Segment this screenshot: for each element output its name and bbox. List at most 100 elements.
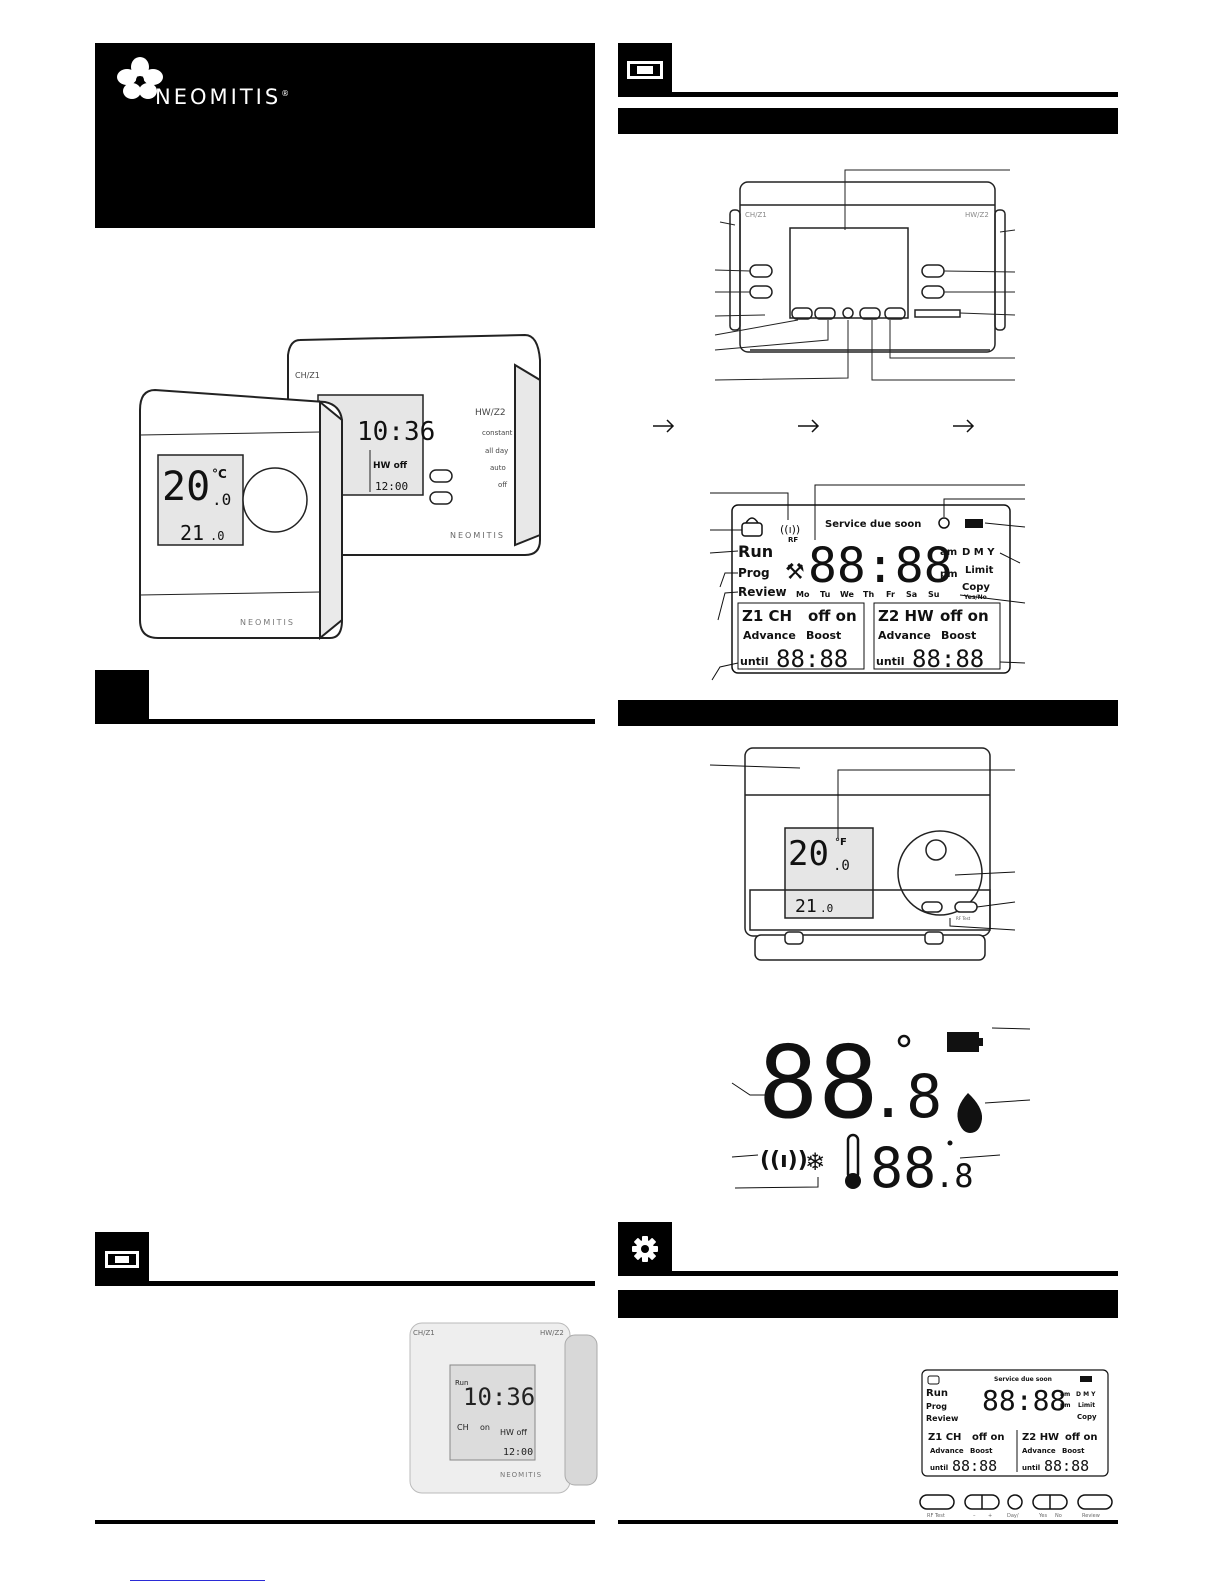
day-su: Su bbox=[928, 590, 940, 599]
thermo-rf-test-label: RF Test bbox=[956, 916, 971, 921]
photo-time: 10:36 bbox=[463, 1383, 535, 1411]
mode-all-day: all day bbox=[485, 447, 508, 455]
clock-icon bbox=[938, 517, 950, 529]
lcd-z2-until: until bbox=[876, 655, 904, 668]
photo-run: Run bbox=[455, 1379, 468, 1387]
day-we: We bbox=[840, 590, 855, 599]
settings-dmy: D M Y bbox=[1076, 1391, 1096, 1398]
lcd-main-digits: 88:88 bbox=[808, 538, 953, 594]
subsection-bar-2 bbox=[618, 700, 1118, 726]
lcd-pm-label: pm bbox=[940, 569, 958, 580]
thermostat-set-temp-decimal: .0 bbox=[210, 529, 224, 543]
rf-signal-icon: ((ı)) bbox=[760, 1148, 808, 1173]
lcd-review-label: Review bbox=[738, 585, 787, 599]
thermostat-set-temp: 21 bbox=[180, 521, 204, 545]
settings-z1-boost: Boost bbox=[970, 1447, 993, 1455]
programmer-photo: 10:36 Run CH on HW off 12:00 CH/Z1 HW/Z2… bbox=[409, 1322, 598, 1494]
battery-icon bbox=[965, 519, 983, 528]
hibiscus-logo-icon bbox=[117, 57, 163, 99]
big-temp-decimal: .8 bbox=[870, 1062, 942, 1132]
programmer-front-diagram: CH/Z1 HW/Z2 bbox=[714, 169, 1016, 381]
settings-limit: Limit bbox=[1078, 1402, 1095, 1409]
settings-copy: Copy bbox=[1077, 1413, 1097, 1421]
section-header-left-2 bbox=[95, 1232, 595, 1286]
mode-constant: constant bbox=[482, 429, 513, 437]
settings-am: am bbox=[1060, 1391, 1070, 1398]
settings-z1-digits: 88:88 bbox=[952, 1457, 997, 1475]
rf-test-button[interactable] bbox=[919, 1494, 955, 1510]
day-fr: Fr bbox=[886, 590, 895, 599]
section-header-left-1 bbox=[95, 670, 595, 724]
programmer-hw-off: HW off bbox=[373, 461, 408, 471]
lcd-z1-offon: off on bbox=[808, 607, 857, 625]
lcd-z1-digits: 88:88 bbox=[776, 645, 848, 673]
mode-auto: auto bbox=[490, 464, 506, 472]
plus-label: + bbox=[988, 1513, 992, 1519]
footer-link-underline[interactable] bbox=[130, 1580, 265, 1581]
photo-ch-label: CH/Z1 bbox=[413, 1329, 435, 1337]
settings-z1: Z1 CH bbox=[928, 1432, 961, 1443]
review-button[interactable] bbox=[1077, 1494, 1113, 1510]
right-footer-rule bbox=[618, 1520, 1118, 1524]
no-label: No bbox=[1055, 1513, 1062, 1519]
thermostat-lcd-legend: 88 .8 ((ı)) ❄ 88 .8 bbox=[731, 1024, 1031, 1195]
thermostat-unit-label: °C bbox=[212, 467, 227, 481]
programmer-icon bbox=[105, 1251, 139, 1268]
lcd-z2-label: Z2 HW bbox=[878, 607, 934, 625]
product-illustration: CH/Z1 HW/Z2 10:36 HW off 12:00 constant … bbox=[139, 333, 541, 641]
section-header-right-1 bbox=[618, 43, 1118, 97]
lcd-z2-boost: Boost bbox=[941, 629, 976, 642]
settings-z2-offon: off on bbox=[1065, 1432, 1097, 1443]
thermostat-unit bbox=[139, 388, 343, 641]
day-sa: Sa bbox=[906, 590, 917, 599]
day-mo: Mo bbox=[796, 590, 810, 599]
brand-name: NEOMITIS® bbox=[155, 85, 293, 109]
thermo-display-unit: °F bbox=[835, 837, 847, 848]
photo-until: 12:00 bbox=[503, 1447, 533, 1458]
day-button[interactable] bbox=[1007, 1494, 1023, 1510]
thermo-display-set-decimal: .0 bbox=[820, 902, 833, 915]
section-header-right-2 bbox=[618, 1222, 1118, 1276]
thermostat-front-diagram: 20 .0 °F 21 .0 RF Test bbox=[709, 747, 1016, 961]
settings-button-row: RF Test – + Day/ Yes No Review bbox=[919, 1494, 1113, 1519]
settings-z1-offon: off on bbox=[972, 1432, 1004, 1443]
lcd-am-label: am bbox=[940, 547, 957, 558]
lcd-z2-advance: Advance bbox=[878, 629, 931, 642]
lcd-z2-offon: off on bbox=[940, 607, 989, 625]
subsection-bar-1 bbox=[618, 108, 1118, 134]
gear-icon bbox=[632, 1236, 658, 1262]
left-footer-rule bbox=[95, 1520, 595, 1524]
settings-z2-digits: 88:88 bbox=[1044, 1457, 1089, 1475]
thermometer-icon bbox=[846, 1133, 860, 1181]
lcd-z1-label: Z1 CH bbox=[742, 607, 792, 625]
lcd-yesno-label: Yes/No bbox=[963, 594, 987, 601]
day-th: Th bbox=[863, 590, 874, 599]
yes-label: Yes bbox=[1038, 1513, 1047, 1519]
settings-pm: pm bbox=[1060, 1402, 1071, 1409]
settings-z1-until: until bbox=[930, 1464, 948, 1472]
thermo-display-set: 21 bbox=[795, 896, 817, 917]
arrows-row bbox=[653, 419, 975, 433]
wrench-icon: ⚒ bbox=[785, 560, 805, 585]
big-temp-digits: 88 bbox=[758, 1024, 878, 1141]
lcd-dmy-label: D M Y bbox=[962, 547, 995, 558]
settings-z2-advance: Advance bbox=[1022, 1447, 1056, 1455]
thermo-display-temp: 20 bbox=[788, 834, 829, 874]
subsection-bar-3 bbox=[618, 1290, 1118, 1318]
ch-z1-label: CH/Z1 bbox=[295, 371, 320, 380]
settings-lcd: Service due soon Run Prog Review 88:88 a… bbox=[921, 1369, 1109, 1477]
flame-icon bbox=[957, 1093, 983, 1133]
thermostat-brand: NEOMITIS bbox=[240, 618, 295, 627]
settings-review: Review bbox=[926, 1414, 959, 1423]
settings-run: Run bbox=[926, 1388, 948, 1399]
thermostat-room-temp: 20 bbox=[162, 464, 210, 510]
settings-prog: Prog bbox=[926, 1402, 947, 1411]
lcd-prog-label: Prog bbox=[738, 566, 770, 580]
day-label: Day/ bbox=[1007, 1513, 1019, 1519]
padlock-icon bbox=[927, 1375, 940, 1385]
programmer-unit bbox=[287, 333, 541, 556]
day-tu: Tu bbox=[820, 590, 831, 599]
small-temp-digits: 88 bbox=[870, 1136, 936, 1195]
lcd-z1-advance: Advance bbox=[743, 629, 796, 642]
lcd-z1-until: until bbox=[740, 655, 768, 668]
